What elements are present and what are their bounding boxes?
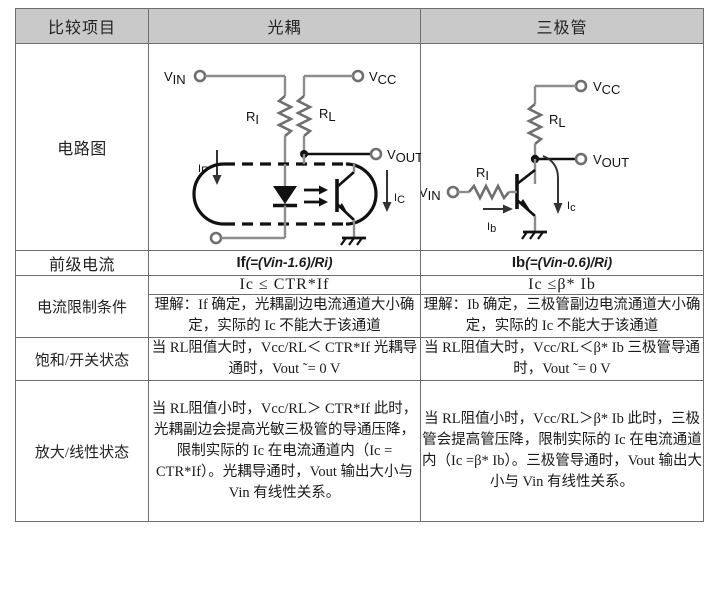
current-limit-opto-formula: Ic ≤ CTR*If (149, 276, 420, 295)
label-ic: Ic (567, 200, 576, 214)
current-limit-opto-inner-table: Ic ≤ CTR*If 理解：If 确定，光耦副边电流通道大小确定，实际的 Ic… (149, 276, 420, 337)
transistor-collector-lead (516, 168, 536, 186)
saturation-opto-cell: 当 RL阻值大时，Vcc/RL＜ CTR*If 光耦导通时，Vout ˜= 0 … (148, 337, 421, 382)
comparison-table: 比较项目 光耦 三极管 电路图 (15, 8, 704, 523)
vcc-terminal-icon (574, 79, 588, 93)
label-ri: RI (246, 109, 259, 127)
ic-curve (542, 155, 559, 179)
row-label-current-limit: 电流限制条件 (15, 274, 149, 339)
linear-opto-cell: 当 RL阻值小时，Vcc/RL＞ CTR*If 此时，光耦副边会提高光敏三极管的… (148, 380, 421, 523)
light-arrow-1-head-icon (319, 185, 328, 195)
header-row: 比较项目 光耦 三极管 (15, 8, 704, 44)
linear-transistor-cell: 当 RL阻值小时，Vcc/RL＞β* Ib 此时，三极管会提高管压降，限制实际的… (420, 380, 704, 523)
ib-arrow-head-icon (503, 204, 513, 214)
current-limit-transistor-note-row: 理解：Ib 确定，三极管副边电流通道大小确定，实际的 Ic 不能大于该通道 (421, 295, 703, 338)
vout-terminal-icon (369, 147, 383, 161)
table-row-saturation: 饱和/开关状态 当 RL阻值大时，Vcc/RL＜ CTR*If 光耦导通时，Vo… (15, 337, 704, 382)
row-label-linear: 放大/线性状态 (15, 380, 149, 523)
table-row-current-limit: 电流限制条件 Ic ≤ CTR*If 理解：If 确定，光耦副边电流通道大小确定… (15, 274, 704, 339)
ground-hatch-2 (529, 231, 536, 240)
rl-resistor-icon (526, 103, 544, 145)
pre-current-transistor-symbol: Ib (511, 254, 526, 271)
pre-current-opto-cell: If(=(Vin-1.6)/Ri) (148, 250, 421, 276)
ground-hatch-1 (521, 231, 528, 240)
pre-current-opto-symbol: If (236, 254, 246, 271)
label-vcc: VCC (593, 79, 620, 97)
label-ib: Ib (487, 221, 496, 235)
led-triangle-icon (273, 186, 297, 204)
current-limit-opto-formula-row: Ic ≤ CTR*If (149, 276, 420, 295)
transistor-diagram: VCC RL VOUT VIN RI Ib Ic (421, 44, 703, 250)
current-limit-opto-cell: Ic ≤ CTR*If 理解：If 确定，光耦副边电流通道大小确定，实际的 Ic… (148, 274, 421, 339)
current-limit-opto-note-row: 理解：If 确定，光耦副边电流通道大小确定，实际的 Ic 不能大于该通道 (149, 295, 420, 338)
ri-resistor-icon (276, 95, 294, 137)
package-left-arc (192, 162, 225, 226)
table-body: 电路图 (15, 43, 704, 523)
comparison-table-page: 比较项目 光耦 三极管 电路图 (0, 8, 718, 589)
table-header: 比较项目 光耦 三极管 (15, 8, 704, 44)
saturation-transistor-cell: 当 RL阻值大时，Vcc/RL＜β* Ib 三极管导通时，Vout ˜= 0 V (420, 337, 704, 382)
transistor-emitter-lead (516, 199, 536, 217)
current-limit-opto-note: 理解：If 确定，光耦副边电流通道大小确定，实际的 Ic 不能大于该通道 (154, 297, 415, 335)
label-ic: IC (394, 192, 405, 206)
ground-hatch-1 (340, 237, 347, 246)
label-vin: VIN (421, 185, 441, 203)
label-if: IF (198, 163, 208, 177)
label-vout: VOUT (387, 147, 421, 165)
vin-terminal-icon (446, 185, 460, 199)
table-row-linear: 放大/线性状态 当 RL阻值小时，Vcc/RL＞ CTR*If 此时，光耦副边会… (15, 380, 704, 523)
vcc-terminal-icon (351, 69, 365, 83)
current-limit-transistor-inner-table: Ic ≤β* Ib 理解：Ib 确定，三极管副边电流通道大小确定，实际的 Ic … (421, 276, 703, 337)
optocoupler-circuit-cell: VIN RI IF VCC RL VOUT IC (148, 43, 421, 251)
current-limit-transistor-formula: Ic ≤β* Ib (421, 276, 703, 295)
current-limit-transistor-cell: Ic ≤β* Ib 理解：Ib 确定，三极管副边电流通道大小确定，实际的 Ic … (420, 274, 704, 339)
table-row-pre-current: 前级电流 If(=(Vin-1.6)/Ri) Ib(=(Vin-0.6)/Ri) (15, 250, 704, 276)
label-rl: RL (549, 112, 566, 130)
header-cell-transistor: 三极管 (420, 8, 704, 44)
current-limit-transistor-formula-row: Ic ≤β* Ib (421, 276, 703, 295)
package-right-arc (345, 162, 378, 226)
ic-arrow-head-icon (553, 203, 563, 214)
label-vcc: VCC (369, 69, 396, 87)
rl-resistor-icon (295, 95, 313, 137)
phototransistor-emitter-arrow-icon (339, 203, 348, 214)
row-label-circuit: 电路图 (15, 43, 149, 251)
if-arrow-head-icon (212, 175, 222, 185)
current-limit-transistor-note: 理解：Ib 确定，三极管副边电流通道大小确定，实际的 Ic 不能大于该通道 (423, 297, 701, 335)
phototransistor-collector-lead (336, 171, 355, 188)
pre-current-transistor-formula: (=(Vin-0.6)/Ri) (525, 255, 613, 270)
optocoupler-diagram: VIN RI IF VCC RL VOUT IC (149, 44, 421, 250)
ground-hatch-2 (348, 237, 355, 246)
label-vin: VIN (164, 69, 186, 87)
label-rl: RL (319, 106, 336, 124)
label-ri: RI (476, 165, 489, 183)
light-arrow-2-head-icon (319, 197, 328, 207)
header-cell-label: 比较项目 (15, 8, 149, 44)
label-vout: VOUT (593, 152, 629, 170)
input-return-terminal-icon (209, 231, 223, 245)
ground-hatch-3 (356, 237, 363, 246)
vout-terminal-icon (574, 152, 588, 166)
transistor-schematic-svg: VCC RL VOUT VIN RI Ib Ic (421, 79, 629, 240)
ic-arrow-head-icon (382, 202, 392, 212)
row-label-pre-current: 前级电流 (15, 250, 149, 276)
transistor-emitter-arrow-icon (520, 199, 530, 210)
header-cell-optocoupler: 光耦 (148, 8, 421, 44)
row-label-saturation: 饱和/开关状态 (15, 337, 149, 382)
table-row-circuit: 电路图 (15, 43, 704, 251)
ground-hatch-3 (537, 231, 544, 240)
ri-resistor-icon (468, 183, 510, 201)
pre-current-transistor-cell: Ib(=(Vin-0.6)/Ri) (420, 250, 704, 276)
vin-terminal-icon (193, 69, 207, 83)
pre-current-opto-formula: (=(Vin-1.6)/Ri) (245, 255, 333, 270)
transistor-circuit-cell: VCC RL VOUT VIN RI Ib Ic (420, 43, 704, 251)
optocoupler-schematic-svg: VIN RI IF VCC RL VOUT IC (164, 69, 421, 246)
